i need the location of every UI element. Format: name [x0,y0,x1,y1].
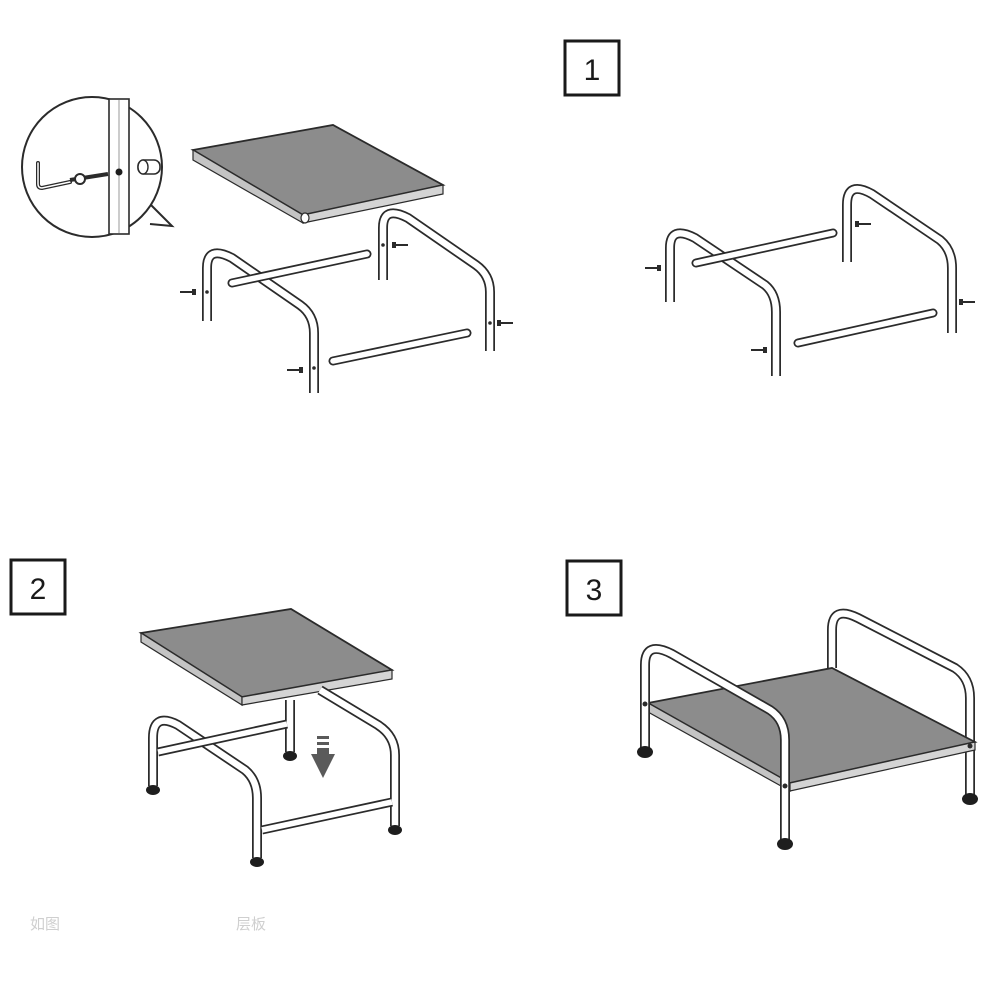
step-2-number: 2 [30,573,47,606]
step-1-badge: 1 [563,39,621,97]
frame-pieces-assembling [644,184,976,376]
foot [283,751,297,761]
foot [250,857,264,867]
footer-caption-left: 如图 [30,915,60,933]
step-2-badge: 2 [9,558,67,616]
screw-detail-callout [21,96,175,238]
foot [388,825,402,835]
step-1-number: 1 [584,54,601,87]
step-1-panel: 1 [21,39,976,393]
foot [637,746,653,758]
down-arrow-icon [311,736,335,778]
foot [962,793,978,805]
foot [777,838,793,850]
crossbars-exploded [227,249,472,366]
screws-exploded [179,241,514,374]
foot [146,785,160,795]
step-3-number: 3 [586,574,603,607]
shelf-board-lowering [138,608,395,707]
shelf-board-exploded [190,124,446,225]
step-2-panel: 2 [9,558,402,867]
shelf-board-installed [645,667,978,793]
step-3-badge: 3 [565,559,623,617]
footer-caption-right: 层板 [236,915,266,933]
step-3-panel: 3 [565,559,978,850]
